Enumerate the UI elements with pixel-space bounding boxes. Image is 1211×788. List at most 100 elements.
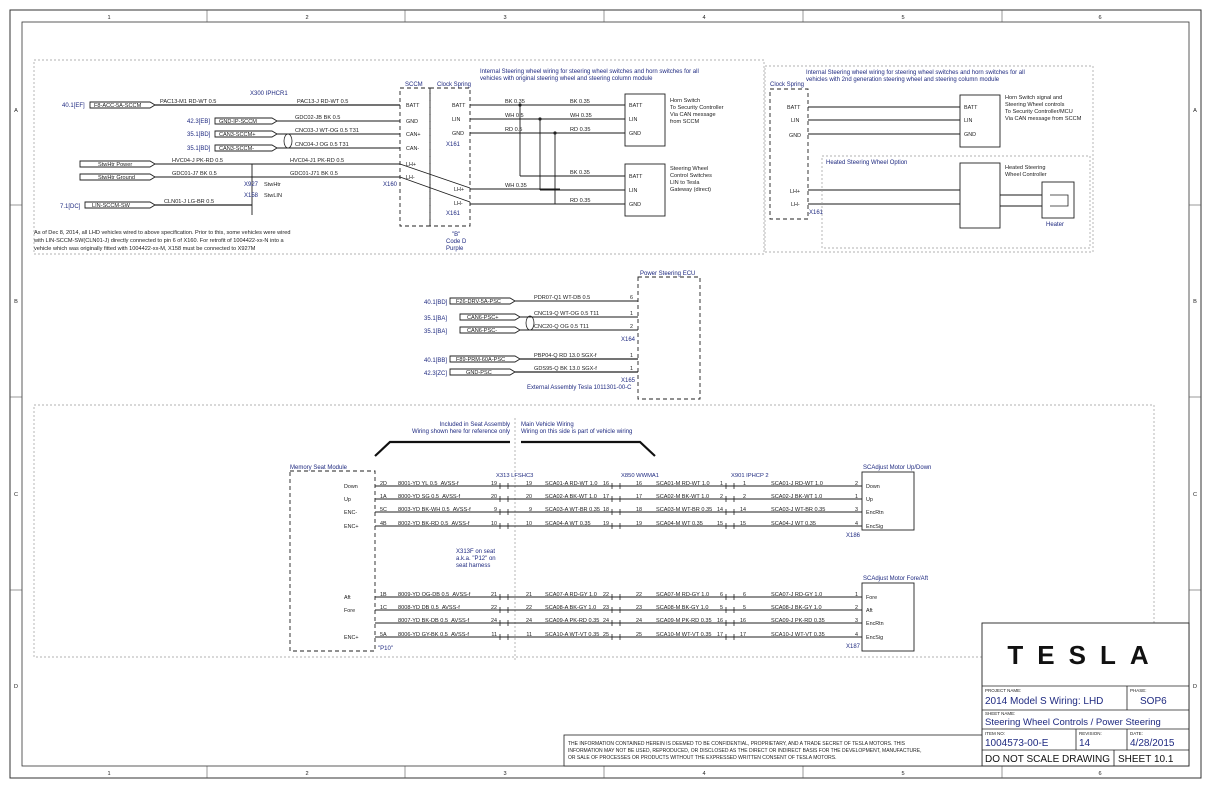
- seat-bracket-left: [374, 440, 510, 457]
- heater-label: Heater: [1046, 222, 1064, 228]
- seat-motor-pin-5: 2: [855, 605, 858, 611]
- gen1-header-b: vehicles with original steering wheel an…: [480, 76, 653, 82]
- seat-conn-a: X313 LFSHC3: [496, 473, 533, 479]
- seat-wire-label-b-7: SCA10-A WT-VT 0.35: [545, 632, 599, 638]
- psc-signal-box-1: [459, 313, 521, 321]
- seat-pin-b2-6: 24: [636, 618, 642, 624]
- gen2-horn-box: [959, 94, 1001, 148]
- seat-pin-c-5: 5: [720, 605, 723, 611]
- psc-signal-box-0: [449, 297, 516, 305]
- seat-wire-label-c-0: SCA01-M RD-WT 1.0: [656, 481, 710, 487]
- signal-box-3: [214, 144, 278, 152]
- seat-wire-label-d-4: SCA07-J RD-GY 1.0: [771, 592, 822, 598]
- seat-pin-b2-7: 25: [636, 632, 642, 638]
- signal-box-1: [214, 117, 278, 125]
- seat-pin-b-5: 23: [603, 605, 609, 611]
- horn-pin-1: LIN: [629, 117, 637, 123]
- grid-row-b: B: [14, 299, 18, 305]
- seat-wire-label-a-1: 8000-YD SG 0.5_AVSS-f: [398, 494, 461, 500]
- aux-signal-0: StwHtr Power: [98, 162, 132, 168]
- conn-x300: X300 IPHCR1: [250, 91, 288, 97]
- sw-pin-0: BATT: [629, 174, 643, 180]
- included-a: Included in Seat Assembly: [440, 422, 510, 428]
- no-scale-label: DO NOT SCALE DRAWING: [985, 754, 1110, 765]
- seat-pin-c-7: 17: [717, 632, 723, 638]
- aux-signal-box-0: [79, 160, 156, 168]
- psc-signal-1: CAN6-PSC+: [467, 315, 499, 321]
- psc-ref-2: 35.1[BA]: [424, 329, 447, 335]
- seat-motor-label-6: EncRtn: [866, 621, 884, 627]
- sw-desc-3: Gateway (direct): [670, 187, 711, 193]
- psc-wire-label-0: PDR07-Q1 WT-DB 0.5: [534, 295, 590, 301]
- wire-left-4: HVC04-J PK-RD 0.5: [172, 158, 223, 164]
- psc-pin-1: 1: [630, 311, 633, 317]
- seat-wire-label-d-3: SCA04-J WT 0.35: [771, 521, 816, 527]
- seat-motor-label-0: Down: [866, 484, 880, 490]
- seat-pin-a2-1: 20: [526, 494, 532, 500]
- seat-wire-label-c-4: SCA07-M RD-GY 1.0: [656, 592, 709, 598]
- seat-pin-a2-7: 11: [526, 632, 532, 638]
- note-line-0: As of Dec 8, 2014, all LHD vehicles wire…: [34, 230, 291, 236]
- stw-label-0: BK 0.35: [505, 99, 525, 105]
- psc-signal-2: CAN6-PSC-: [467, 328, 497, 334]
- psc-wire-label-3: PBP04-Q RD 13.0 SGX-f: [534, 353, 597, 359]
- sw-pins: BATT LIN GND: [629, 174, 643, 208]
- purple-label: Purple: [446, 246, 464, 252]
- seat-pin-c-6: 16: [717, 618, 723, 624]
- seat-motor-pin-3: 4: [855, 521, 858, 527]
- seat-pin-c2-6: 16: [740, 618, 746, 624]
- sw-desc-0: Steering Wheel: [670, 166, 708, 172]
- seat-pin-c-3: 15: [717, 521, 723, 527]
- psc-wire-label-2: CNC20-Q OG 0.5 T11: [534, 324, 589, 330]
- disclaimer-1: INFORMATION MAY NOT BE USED, REPRODUCED,…: [568, 748, 921, 754]
- psc-signal-4: GND-PSC: [466, 370, 492, 376]
- sheet-number: SHEET 10.1: [1118, 754, 1174, 765]
- clock-pin-1: LIN: [452, 117, 460, 123]
- grid-row-b-right: B: [1193, 299, 1197, 305]
- seat-module-pin-3: 4B: [380, 521, 387, 527]
- motor2-label: SCAdjust Motor Fore/Aft: [863, 576, 928, 582]
- seat-pin-a2-5: 22: [526, 605, 532, 611]
- sw-desc-1: Control Switches: [670, 173, 712, 179]
- horn-pin-2: GND: [629, 131, 641, 137]
- title-block-frame: [981, 622, 1190, 767]
- heated-ctrl-1: Wheel Controller: [1005, 172, 1047, 178]
- wire-left-1: GDC02-JB BK 0.5: [295, 115, 340, 121]
- gen2-horn-desc-2: To Security Controller/MCU: [1005, 109, 1073, 115]
- gen2-horn-desc: Horn Switch signal and Steering Wheel co…: [1005, 95, 1082, 122]
- seat-wire-label-d-0: SCA01-J RD-WT 1.0: [771, 481, 823, 487]
- sccm-pin-1: GND: [406, 119, 418, 125]
- ref-0: 40.1[EF]: [62, 103, 85, 109]
- psc-ext: External Assembly Tesla 1011301-00-C: [527, 385, 632, 391]
- note-line-2: vehicle which was originally fitted with…: [34, 246, 256, 252]
- gen2-header-b: vehicles with 2nd generation steering wh…: [806, 77, 1000, 83]
- signal-box-0: [89, 101, 156, 109]
- motor2-conn: X187: [846, 644, 861, 650]
- sccm-pin-4: LH+: [406, 162, 416, 168]
- seat-motor-pin-0: 2: [855, 481, 858, 487]
- sccm-pin-0: BATT: [406, 103, 420, 109]
- heated-controller-box: [959, 162, 1001, 229]
- seat-pin-c2-7: 17: [740, 632, 746, 638]
- horn-pins: BATT LIN GND: [629, 103, 643, 137]
- gen2-horn-desc-0: Horn Switch signal and: [1005, 95, 1062, 101]
- seat-pin-b2-0: 16: [636, 481, 642, 487]
- seat-motor-pin-2: 3: [855, 507, 858, 513]
- stw2-label-2: RD 0.35: [570, 127, 591, 133]
- seat-wire-label-d-2: SCA03-J WT-BR 0.35: [771, 507, 825, 513]
- gen2-clock-pins: BATT LIN GND LH+ LH-: [787, 105, 801, 208]
- motor2-box: [861, 582, 915, 652]
- project-label: PROJECT NAME:: [985, 688, 1021, 693]
- grid-row-a: A: [14, 108, 18, 114]
- main-b: Wiring on this side is part of vehicle w…: [521, 429, 632, 435]
- seat-wire-label-a-5: 8008-YD DB 0.5_AVSS-f: [398, 605, 460, 611]
- seat-pin-b-0: 16: [603, 481, 609, 487]
- gen1-header-a: Internal Steering wheel wiring for steer…: [480, 69, 699, 75]
- seat-motor-pin-7: 4: [855, 632, 858, 638]
- gen2-horn-pin-1: LIN: [964, 118, 972, 124]
- seat-wire-label-c-3: SCA04-M WT 0.35: [656, 521, 703, 527]
- seat-pin-c2-4: 6: [743, 592, 746, 598]
- seat-motor-label-5: Aft: [866, 608, 873, 614]
- seat-wire-label-b-5: SCA08-A BK-GY 1.0: [545, 605, 596, 611]
